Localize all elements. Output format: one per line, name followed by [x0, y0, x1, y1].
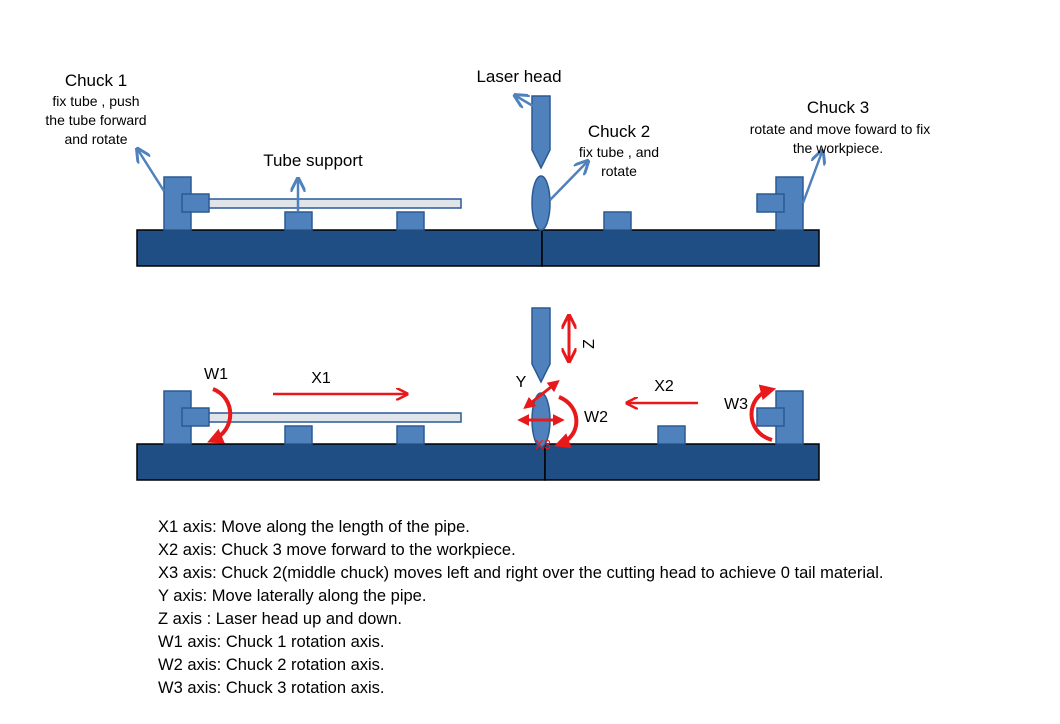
tube-support-block: [284, 211, 313, 231]
w1-rotation-arrow: [207, 387, 233, 444]
machine-diagram: Chuck 1 fix tube , push the tube forward…: [45, 67, 931, 481]
chuck-3-title: Chuck 3: [807, 98, 869, 117]
chuck-1-desc-line: the tube forward: [45, 112, 146, 128]
axis-description-z: Z axis : Laser head up and down.: [158, 610, 402, 628]
laser-head-label: Laser head: [476, 67, 561, 86]
chuck-1-callout-arrow: [138, 150, 166, 192]
machine-bed-right: [541, 229, 820, 267]
tube: [195, 412, 462, 423]
tube-support-block: [396, 425, 425, 445]
w2-rotation-arrow: [553, 395, 579, 449]
z-axis-label: Z: [581, 339, 598, 349]
chuck-1-jaw: [181, 407, 210, 427]
tube: [195, 198, 462, 209]
w2-axis-label: W2: [584, 409, 608, 426]
w3-rotation-arrow: [749, 384, 777, 442]
chuck-3-jaw: [756, 407, 785, 427]
x2-axis-label: X2: [654, 378, 674, 395]
tube-support-block: [603, 211, 632, 231]
tube-support-block: [396, 211, 425, 231]
chuck-3-desc-line: rotate and move foward to fix: [750, 121, 931, 137]
y-axis-label: Y: [516, 374, 527, 391]
w3-axis-label: W3: [724, 396, 748, 413]
axis-description-w3: W3 axis: Chuck 3 rotation axis.: [158, 679, 385, 697]
top-view: Chuck 1 fix tube , push the tube forward…: [45, 67, 931, 267]
chuck-3-callout-arrow: [801, 152, 822, 204]
laser-head-callout-arrow: [516, 96, 534, 106]
tube-support-block: [284, 425, 313, 445]
chuck-2-title: Chuck 2: [588, 122, 650, 141]
chuck-1-desc-line: and rotate: [64, 131, 127, 147]
chuck-2: [531, 175, 551, 231]
tube-support-block: [657, 425, 686, 445]
machine-bed-left: [136, 229, 543, 267]
axis-description-x2: X2 axis: Chuck 3 move forward to the wor…: [158, 541, 516, 559]
axis-description-y: Y axis: Move laterally along the pipe.: [158, 587, 427, 605]
chuck-2-callout-arrow: [549, 162, 587, 201]
chuck-1-title: Chuck 1: [65, 71, 127, 90]
y-axis-arrow: [523, 380, 560, 409]
chuck-3-jaw: [756, 193, 785, 213]
axis-description-x1: X1 axis: Move along the length of the pi…: [158, 518, 470, 536]
chuck-2-desc-line: rotate: [601, 163, 637, 179]
axis-description-w1: W1 axis: Chuck 1 rotation axis.: [158, 633, 385, 651]
axis-description-list: X1 axis: Move along the length of the pi…: [158, 516, 883, 700]
x1-axis-label: X1: [311, 370, 331, 387]
axis-description-x3: X3 axis: Chuck 2(middle chuck) moves lef…: [158, 564, 884, 582]
chuck-1-jaw: [181, 193, 210, 213]
chuck-2-desc-line: fix tube , and: [579, 144, 659, 160]
laser-head: [531, 307, 551, 384]
axis-description-w2: W2 axis: Chuck 2 rotation axis.: [158, 656, 385, 674]
machine-bed-left: [136, 443, 546, 481]
chuck-1-desc-line: fix tube , push: [52, 93, 139, 109]
laser-head: [531, 95, 551, 170]
w1-axis-label: W1: [204, 366, 228, 383]
tube-support-label: Tube support: [263, 151, 363, 170]
x3-axis-label: X3: [535, 437, 551, 452]
bottom-view: Z Y X1 X2 W1 W2 W3 X3: [136, 307, 820, 481]
chuck-3-desc-line: the workpiece.: [793, 140, 883, 156]
machine-bed-right: [544, 443, 820, 481]
